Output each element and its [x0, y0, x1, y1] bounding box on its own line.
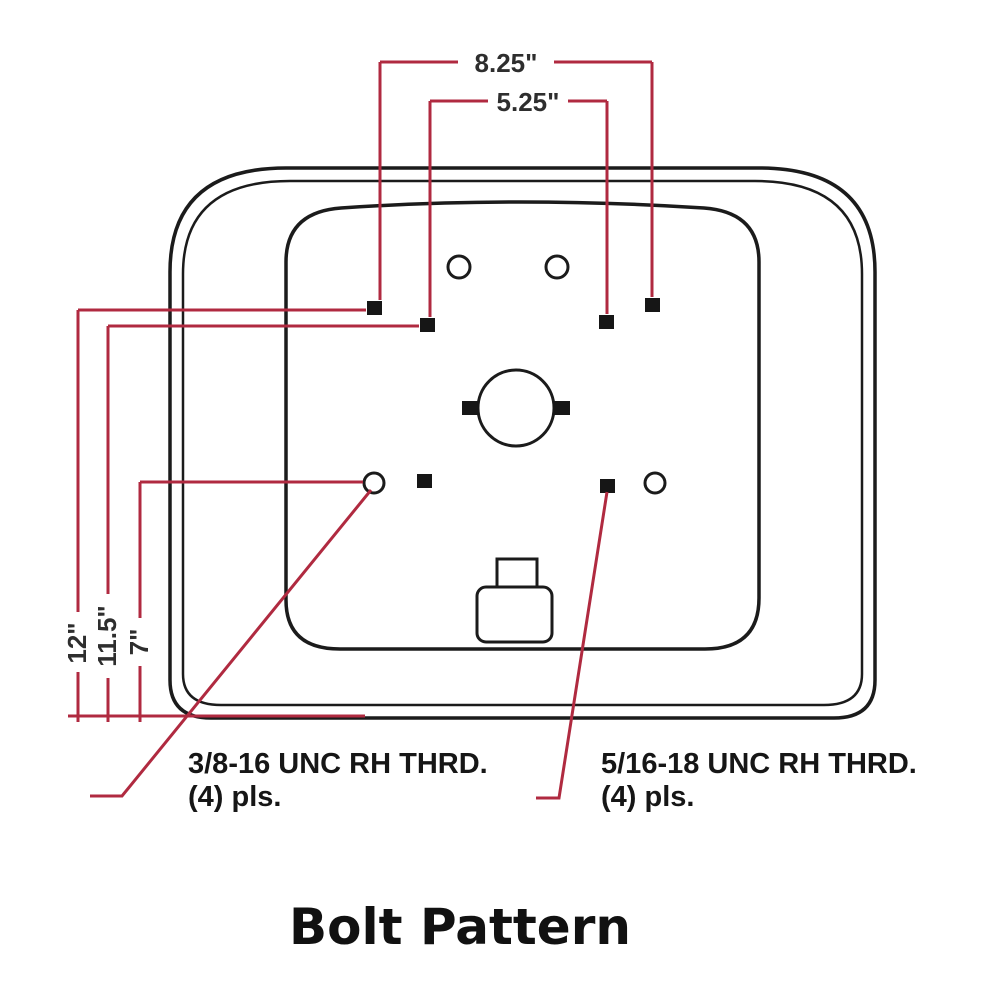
right-thread-label-line1: 5/16-18 UNC RH THRD.: [601, 748, 917, 780]
bolt-hole-lower-right: [600, 479, 615, 493]
dim-5-25-label: 5.25": [497, 87, 560, 117]
dim-5-25-line: [428, 99, 609, 317]
bolt-hole-top-outer-right: [645, 298, 660, 312]
dim-12-label: 12": [62, 622, 92, 663]
bolt-hole-top-outer-left: [367, 301, 382, 315]
top-left-round-hole: [446, 254, 472, 280]
plug-lower-rect: [475, 585, 554, 644]
bolt-hole-top-inner-right: [599, 315, 614, 329]
center-pivot-hole: [476, 368, 556, 448]
lower-left-threaded-hole: [362, 471, 386, 495]
seat-outline: [168, 166, 877, 720]
seat-recess-panel: [284, 200, 761, 651]
dimension-left-group: 12" 11.5" 7": [62, 308, 419, 722]
leader-left-thread: [90, 489, 373, 798]
bolt-hole-lower-left: [417, 474, 432, 488]
callout-leaders: [90, 489, 609, 800]
left-thread-label-line2: (4) pls.: [188, 781, 281, 813]
lower-right-threaded-hole: [643, 471, 667, 495]
bolt-hole-top-inner-left: [420, 318, 435, 332]
dim-7-label: 7": [124, 629, 154, 656]
dimension-top-group: 8.25" 5.25": [378, 48, 654, 317]
left-thread-label-line1: 3/8-16 UNC RH THRD.: [188, 748, 488, 780]
top-right-round-hole: [544, 254, 570, 280]
seat-inner-edge: [181, 179, 864, 707]
drain-plug-feature: [475, 557, 554, 644]
diagram-title: Bolt Pattern: [289, 898, 631, 956]
center-right-tab: [553, 401, 570, 415]
dim-8-25-label: 8.25": [475, 48, 538, 78]
right-thread-label-line2: (4) pls.: [601, 781, 694, 813]
dim-11-5-label: 11.5": [92, 605, 122, 667]
dim-12-line: [76, 308, 366, 722]
dim-11-5-line: [106, 324, 419, 722]
center-left-tab: [462, 401, 479, 415]
callout-labels: 3/8-16 UNC RH THRD. (4) pls. 5/16-18 UNC…: [188, 748, 917, 813]
leader-right-thread: [536, 491, 609, 800]
seat-outer-edge: [168, 166, 877, 720]
plug-upper-rect: [495, 557, 539, 591]
dim-8-25-line: [378, 60, 654, 300]
dim-7-line: [138, 480, 363, 722]
mount-features: [362, 254, 667, 644]
